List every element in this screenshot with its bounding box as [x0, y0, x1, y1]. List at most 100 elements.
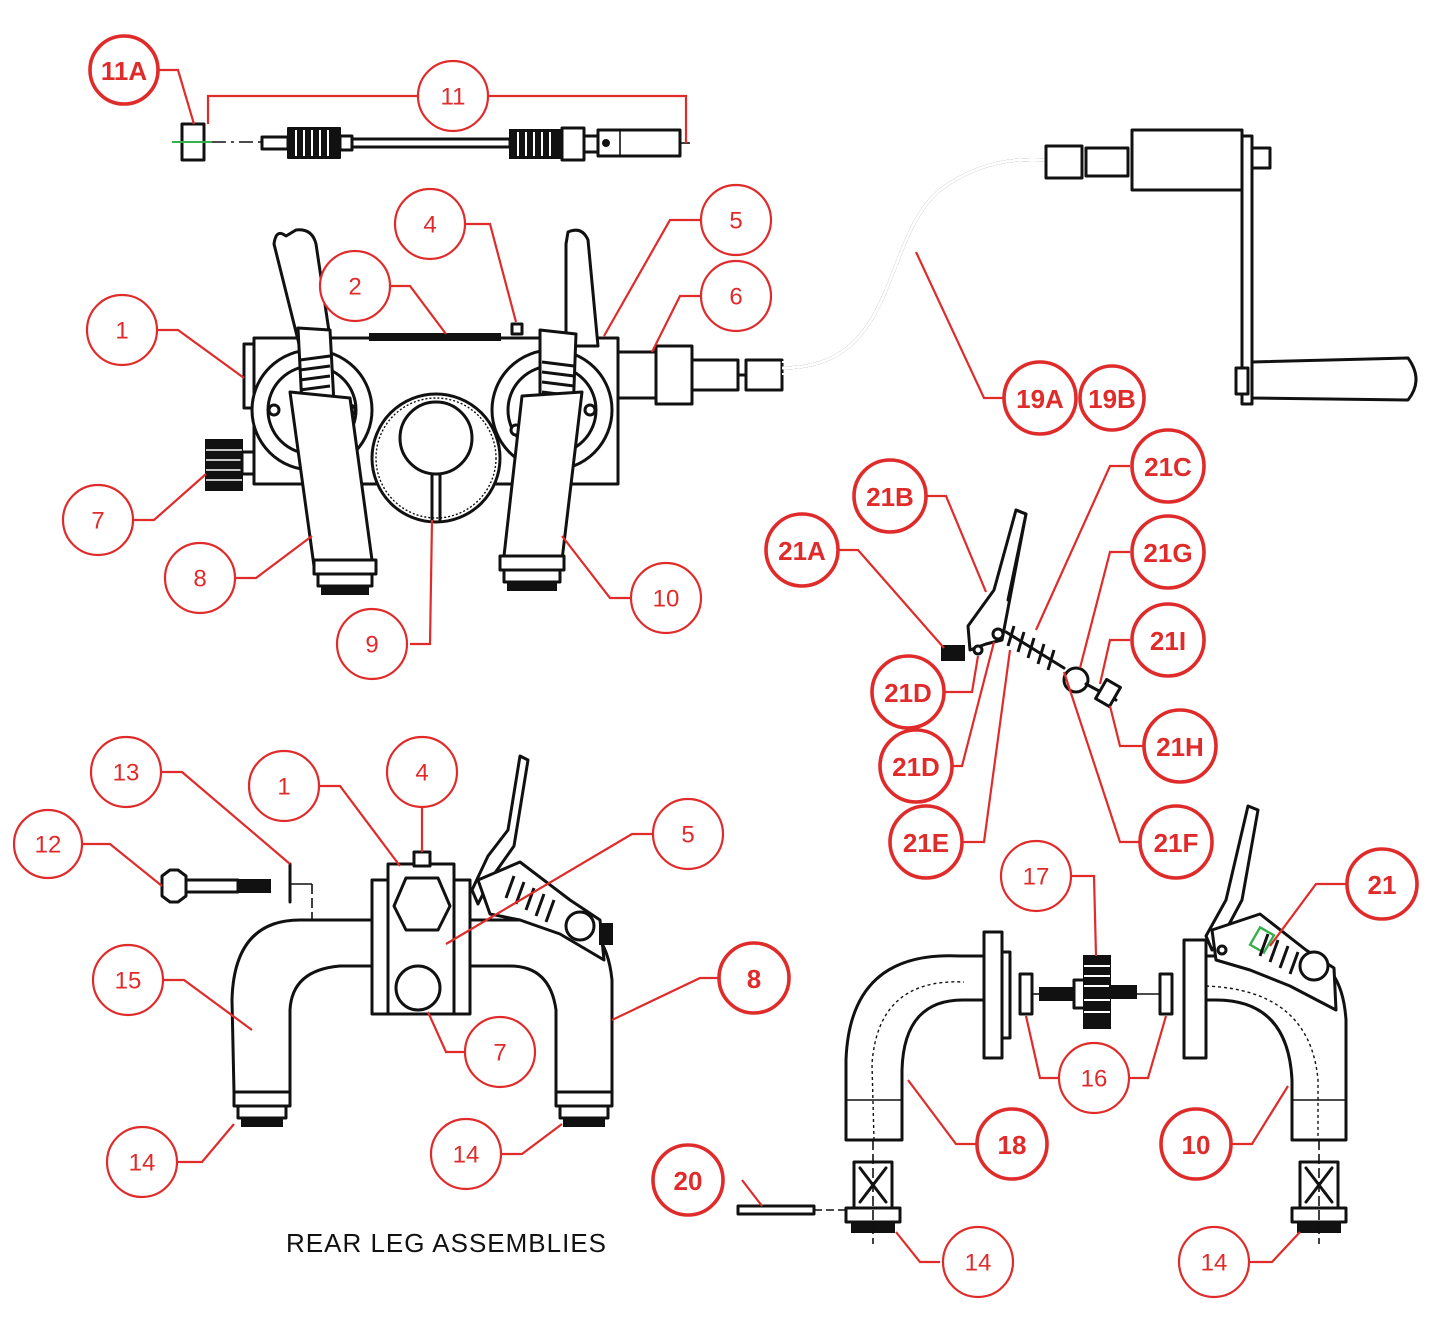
callout-1-top: 1 [85, 293, 159, 367]
callout-2: 2 [318, 249, 392, 323]
callout-circle [1345, 847, 1419, 921]
callout-label: 1 [277, 774, 290, 801]
callout-11a: 11A [88, 34, 160, 106]
callout-label: 21 [1368, 870, 1397, 900]
callout-21g: 21G [1130, 514, 1206, 590]
callout-21c: 21C [1130, 428, 1206, 504]
callout-label: 8 [747, 964, 761, 994]
callout-circle [318, 249, 392, 323]
callout-label: 19B [1088, 384, 1136, 414]
callout-circle [764, 512, 840, 588]
callout-label: 17 [1023, 864, 1050, 891]
callout-10-bot: 10 [1159, 1107, 1233, 1181]
callout-label: 9 [365, 632, 378, 659]
callout-13: 13 [89, 735, 163, 809]
callout-circle [870, 654, 946, 730]
callout-circle [699, 183, 773, 257]
assembly-caption: REAR LEG ASSEMBLIES [286, 1228, 607, 1258]
callout-17: 17 [999, 839, 1073, 913]
callout-11: 11 [416, 59, 490, 133]
callout-circle [335, 607, 409, 681]
callout-circle [1177, 1225, 1251, 1299]
callout-14-c: 14 [941, 1225, 1015, 1299]
callout-14-b: 14 [429, 1117, 503, 1191]
rear-leg-left-drawing [160, 754, 614, 1127]
callout-label: 21F [1154, 828, 1199, 858]
callout-label: 8 [193, 566, 206, 593]
callout-circle [1078, 364, 1146, 432]
callout-circle [699, 259, 773, 333]
callout-21b: 21B [852, 458, 928, 534]
callout-label: 5 [729, 208, 742, 235]
callout-label: 1 [115, 318, 128, 345]
callout-circle [1130, 514, 1206, 590]
callout-label: 10 [1182, 1130, 1211, 1160]
callout-label: 4 [423, 212, 436, 239]
linkage-rod-drawing [172, 122, 690, 162]
callout-circle [1057, 1041, 1131, 1115]
callout-21i: 21I [1130, 602, 1206, 678]
callout-circle [85, 293, 159, 367]
callout-label: 20 [674, 1166, 703, 1196]
callout-circle [975, 1107, 1049, 1181]
callout-circle [888, 804, 964, 880]
callout-label: 21D [884, 678, 932, 708]
callout-circle [393, 187, 467, 261]
callout-label: 10 [653, 586, 680, 613]
callout-circle [1138, 804, 1214, 880]
callout-label: 15 [115, 968, 142, 995]
callout-label: 18 [998, 1130, 1027, 1160]
leader-lines [80, 68, 1346, 1264]
callout-circle [1130, 602, 1206, 678]
callout-label: 6 [729, 284, 742, 311]
callout-label: 16 [1081, 1066, 1108, 1093]
callout-21d-2: 21D [878, 728, 954, 804]
callout-18: 18 [975, 1107, 1049, 1181]
callout-circle [999, 839, 1073, 913]
callout-label: 21B [866, 482, 914, 512]
callout-label: 4 [415, 760, 428, 787]
callout-circle [91, 943, 165, 1017]
callout-circle [717, 941, 791, 1015]
callout-7-bot: 7 [463, 1015, 537, 1089]
callout-label: 21E [903, 828, 949, 858]
callout-circle [878, 728, 954, 804]
callout-circle [12, 808, 84, 880]
rear-leg-right-drawing [736, 804, 1348, 1244]
callout-label: 11A [101, 56, 147, 86]
callout-circle [385, 735, 459, 809]
callout-circle [1002, 360, 1078, 436]
callout-label: 14 [965, 1250, 992, 1277]
callout-circle [1159, 1107, 1233, 1181]
callout-21a: 21A [764, 512, 840, 588]
callout-label: 21C [1144, 452, 1192, 482]
callout-14-a: 14 [105, 1125, 179, 1199]
callout-label: 11 [441, 84, 466, 111]
callout-10-top: 10 [629, 561, 703, 635]
callout-label: 21H [1156, 732, 1204, 762]
callout-14-d: 14 [1177, 1225, 1251, 1299]
callout-12: 12 [12, 808, 84, 880]
callout-19b: 19B [1078, 364, 1146, 432]
callout-circle [629, 561, 703, 635]
callout-label: 21A [778, 536, 826, 566]
callout-1-bot: 1 [247, 749, 321, 823]
callout-circle [88, 34, 160, 106]
callout-label: 21G [1143, 538, 1192, 568]
callout-label: 14 [129, 1150, 156, 1177]
callout-8-bot: 8 [717, 941, 791, 1015]
callout-label: 21I [1150, 626, 1186, 656]
callout-label: 7 [91, 508, 104, 535]
callout-21e: 21E [888, 804, 964, 880]
callout-circle [61, 483, 135, 557]
callout-label: 14 [453, 1142, 480, 1169]
callout-label: 7 [493, 1040, 506, 1067]
callout-21d-1: 21D [870, 654, 946, 730]
callout-circle [941, 1225, 1015, 1299]
callout-circle [247, 749, 321, 823]
callout-label: 12 [35, 832, 62, 859]
callout-circle [105, 1125, 179, 1199]
callout-circle [852, 458, 928, 534]
